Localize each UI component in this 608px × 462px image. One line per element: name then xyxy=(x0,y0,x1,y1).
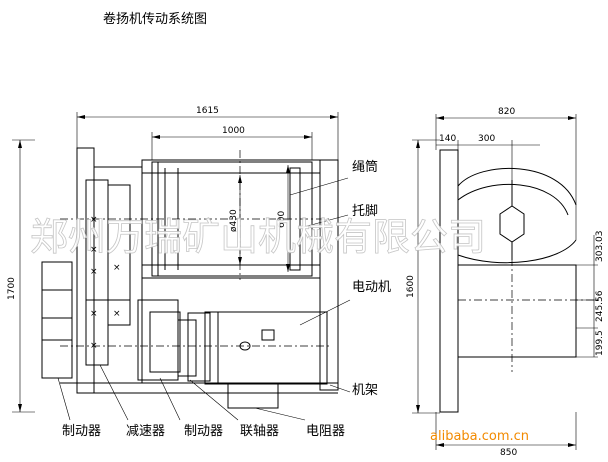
label-brake-left: 制动器 xyxy=(62,424,101,439)
dim-drum-diameter: ø430 xyxy=(229,209,239,232)
side-view: 820 140 300 1600 303.03 245. xyxy=(406,107,605,458)
dim-drum-height: 600 xyxy=(277,211,287,228)
dim-overall-width: 1615 xyxy=(196,106,219,116)
label-reducer: 减速器 xyxy=(126,424,165,439)
svg-text:×: × xyxy=(113,309,121,319)
dim-side-base: 850 xyxy=(500,448,517,458)
diagram-title: 卷扬机传动系统图 xyxy=(103,11,207,27)
label-motor: 电动机 xyxy=(352,280,391,295)
company-watermark: 郑州万瑞矿山机械有限公司 xyxy=(30,215,486,259)
label-coupling: 联轴器 xyxy=(240,424,279,439)
dim-side-v1: 303.03 xyxy=(595,231,605,263)
label-resistor: 电阻器 xyxy=(306,424,345,439)
svg-text:×: × xyxy=(90,267,98,277)
svg-text:×: × xyxy=(90,245,98,255)
dim-side-v3: 199.5 xyxy=(595,330,605,356)
svg-text:×: × xyxy=(113,263,121,273)
dim-side-width: 820 xyxy=(498,107,515,117)
label-brake-mid: 制动器 xyxy=(184,424,223,439)
front-view: 1615 1000 1700 ø430 xyxy=(7,106,391,439)
dim-overall-height: 1700 xyxy=(7,277,17,300)
label-rope-drum: 绳筒 xyxy=(352,159,378,175)
label-support-foot: 托脚 xyxy=(352,203,378,219)
dim-side-height: 1600 xyxy=(406,275,416,298)
dim-side-300: 300 xyxy=(478,134,495,144)
svg-text:×: × xyxy=(90,215,98,225)
brand-watermark: alibaba.com.cn xyxy=(430,429,529,444)
label-frame: 机架 xyxy=(352,383,378,398)
svg-text:×: × xyxy=(90,309,98,319)
dim-side-offset: 140 xyxy=(439,134,456,144)
dim-side-v2: 245.56 xyxy=(595,290,605,322)
dim-drum-length: 1000 xyxy=(222,126,245,136)
